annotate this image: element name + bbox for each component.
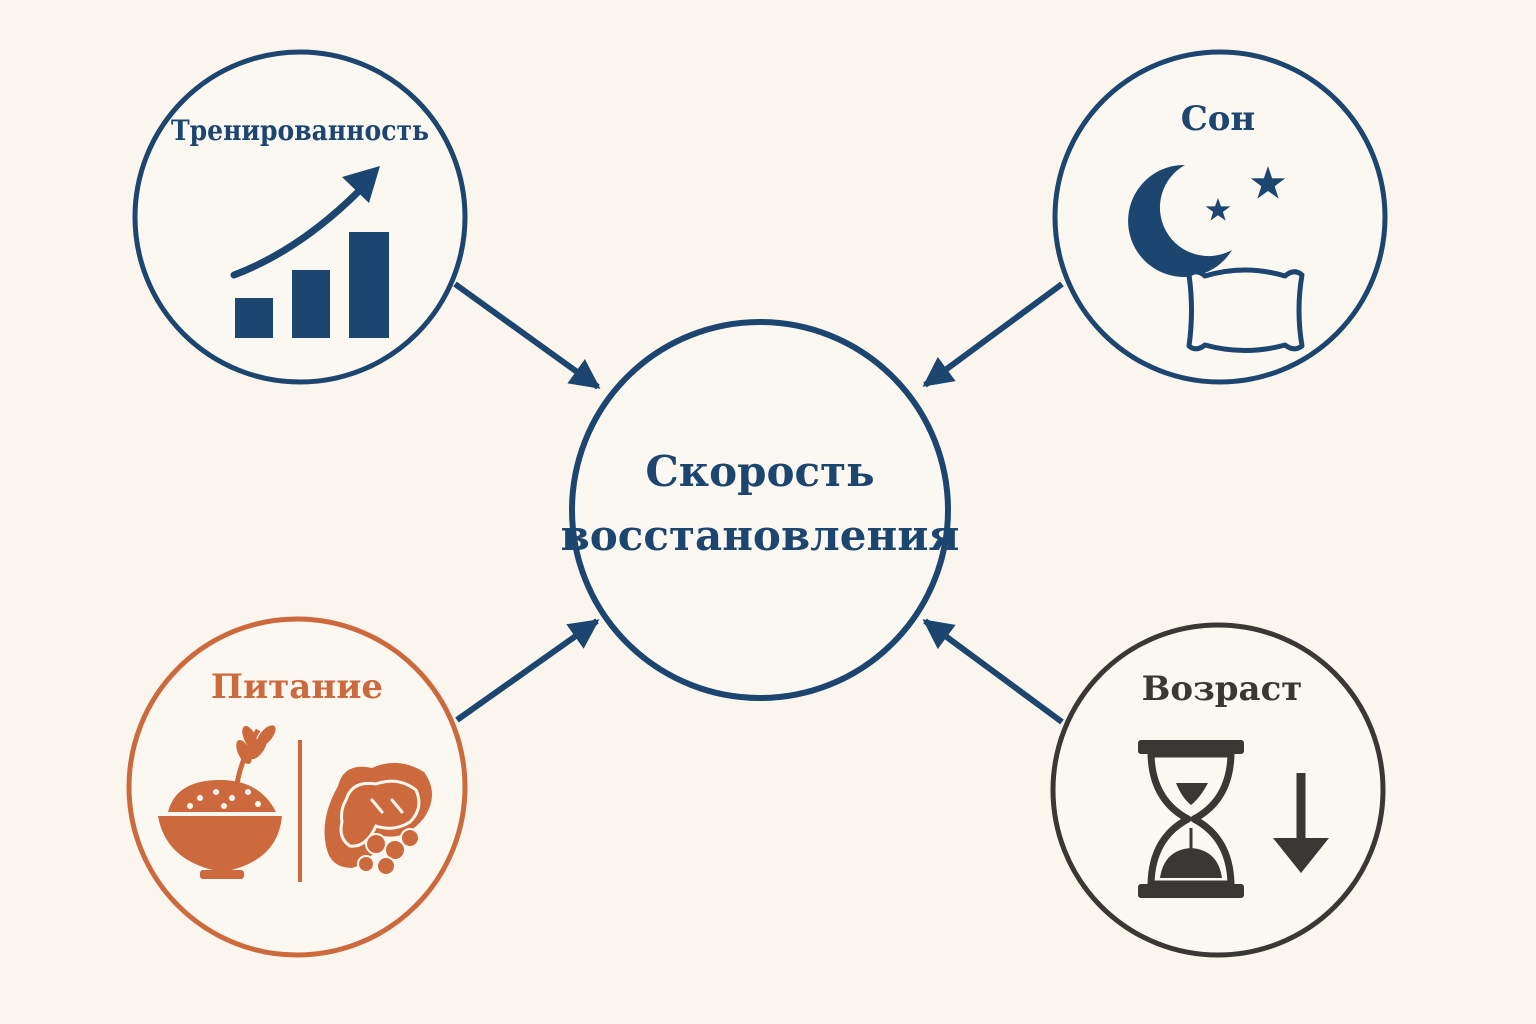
training-label: Тренированность — [171, 114, 429, 147]
nutrition-label: Питание — [211, 667, 383, 707]
age-label: Возраст — [1142, 669, 1303, 709]
center-title-line1: Скорость — [645, 447, 874, 496]
arrow-age-to-center — [922, 618, 1064, 725]
arrow-training-to-center — [453, 281, 601, 390]
bar-chart-growth-icon — [230, 166, 389, 338]
moon-stars-pillow-icon — [1128, 164, 1305, 353]
nutrition-node: Питание — [126, 616, 468, 958]
center-title-line2: восстановления — [561, 511, 960, 560]
arrow-sleep-to-center — [922, 281, 1064, 388]
sleep-node: Сон — [1052, 49, 1388, 385]
hourglass-down-arrow-icon — [1138, 740, 1329, 898]
center-node: Скорость восстановления — [561, 319, 960, 701]
connector-arrows — [453, 281, 1064, 725]
arrow-nutrition-to-center — [455, 618, 600, 723]
age-node: Возраст — [1050, 622, 1386, 958]
training-node: Тренированность — [132, 49, 468, 385]
grain-bowl-and-meat-icon — [158, 725, 432, 882]
sleep-label: Сон — [1181, 99, 1256, 139]
